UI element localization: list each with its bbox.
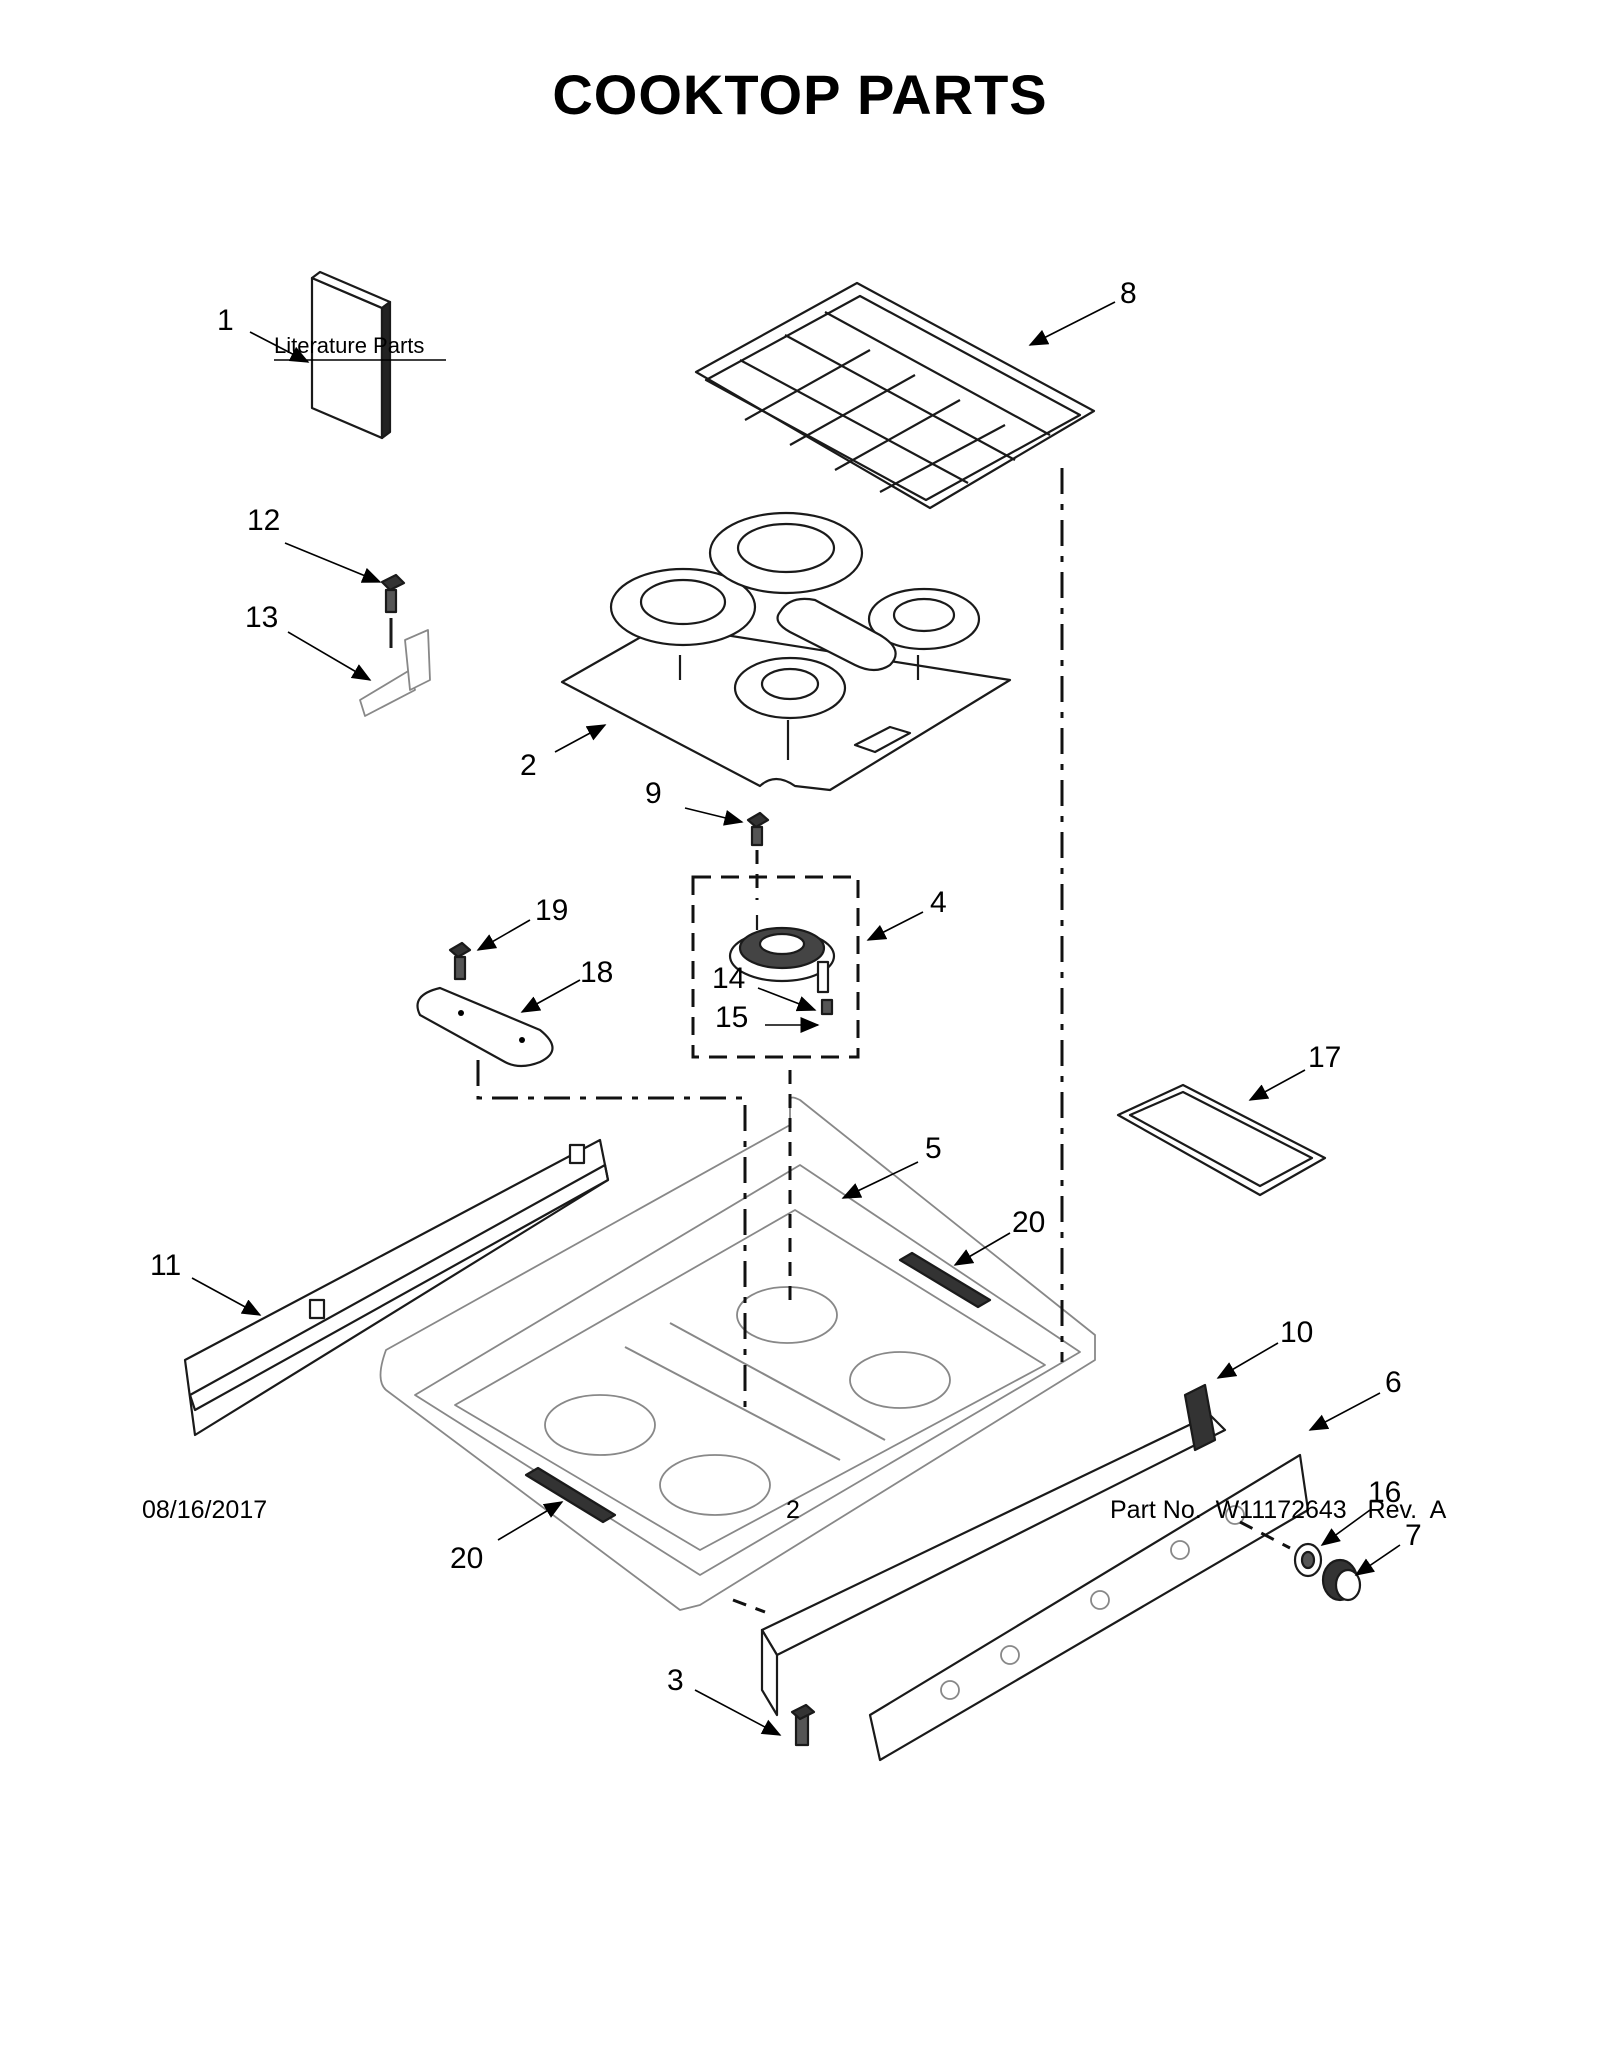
callout-8: 8	[1120, 277, 1137, 310]
callout-17: 17	[1308, 1041, 1341, 1074]
page-title: COOKTOP PARTS	[552, 63, 1048, 126]
bracket-part-20-top	[898, 1251, 992, 1309]
callout-6: 6	[1385, 1366, 1402, 1399]
rear-panel-part-11	[183, 1138, 610, 1437]
callout-14: 14	[712, 962, 745, 995]
burner-assembly-box	[691, 875, 860, 1059]
footer-part-number: Part No. W11172643 Rev. A	[1110, 1496, 1447, 1524]
callout-19: 19	[535, 894, 568, 927]
guide-line	[476, 1060, 747, 1410]
bracket-part-20-bottom	[524, 1466, 617, 1524]
knob-part-7	[1321, 1558, 1362, 1602]
screw-part-19	[448, 941, 472, 981]
callout-16: 16	[1368, 1476, 1401, 1509]
callout-1: 1	[217, 304, 234, 337]
screw-part-9	[746, 811, 770, 847]
bezel-part-16	[1293, 1542, 1323, 1578]
burner-base-part	[728, 915, 836, 983]
panel-part-17	[1116, 1083, 1327, 1197]
burner-spark-parts	[816, 960, 834, 1016]
screw-part-12	[380, 573, 406, 648]
literature-parts-label: Literature Parts	[274, 333, 424, 358]
callout-3: 3	[667, 1664, 684, 1697]
cooktop-surface-part	[560, 511, 1012, 792]
callout-20-top: 20	[1012, 1206, 1045, 1239]
cover-part-18	[416, 986, 554, 1068]
screw-part-3	[790, 1703, 816, 1747]
literature-booklet-part	[310, 270, 392, 440]
callout-10: 10	[1280, 1316, 1313, 1349]
footer-page-number: 2	[786, 1496, 800, 1524]
footer-date: 08/16/2017	[142, 1496, 268, 1524]
bracket-part-13	[359, 629, 431, 717]
callout-11: 11	[150, 1249, 181, 1282]
callout-5: 5	[925, 1132, 942, 1165]
burner-grate-part	[694, 281, 1096, 510]
callout-4: 4	[930, 886, 947, 919]
bracket-part-10	[1183, 1383, 1217, 1452]
guide-line	[732, 1598, 766, 1614]
callout-18: 18	[580, 956, 613, 989]
callout-13: 13	[245, 601, 278, 634]
manifold-part-6	[760, 1413, 1310, 1762]
callout-9: 9	[645, 777, 662, 810]
callout-15: 15	[715, 1001, 748, 1034]
callout-20-bottom: 20	[450, 1542, 483, 1575]
leader-arrows	[191, 301, 1401, 1736]
guide-line	[1239, 1520, 1291, 1550]
callout-12: 12	[247, 504, 280, 537]
callout-2: 2	[520, 749, 537, 782]
callout-7: 7	[1405, 1519, 1422, 1552]
